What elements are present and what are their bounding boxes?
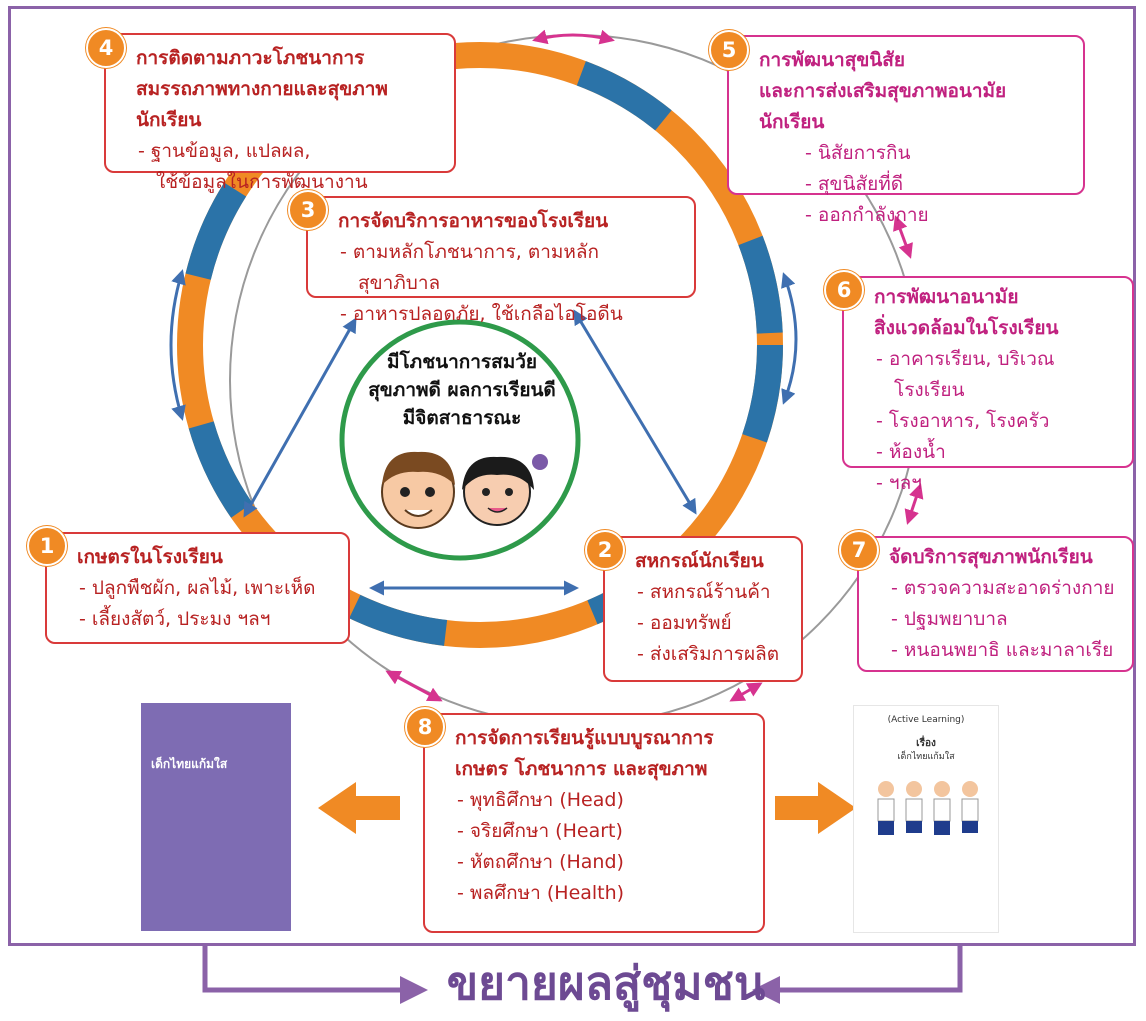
document-right-title: เด็กไทยแก้มใส (897, 752, 955, 762)
box-2-student-cooperative: สหกรณ์นักเรียน สหกรณ์ร้านค้า ออมทรัพย์ ส… (603, 536, 803, 682)
footer-arrow-left-head (752, 976, 780, 1004)
document-cover-right: (Active Learning) เรื่อง เด็กไทยแก้มใส (853, 705, 999, 933)
document-right-subtitle: (Active Learning) (887, 715, 965, 725)
box-5-hygiene-habits: การพัฒนาสุขนิสัย และการส่งเสริมสุขภาพอนา… (727, 35, 1085, 226)
box-3-school-food-service: การจัดบริการอาหารของโรงเรียน ตามหลักโภชน… (306, 196, 696, 325)
center-line-2: สุขภาพดี ผลการเรียนดี (368, 379, 556, 401)
box-7-health-services: จัดบริการสุขภาพนักเรียน ตรวจความสะอาดร่า… (857, 536, 1134, 672)
badge-7: 7 (839, 530, 879, 570)
box-1-school-agriculture: เกษตรในโรงเรียน ปลูกพืชผัก, ผลไม้, เพาะเ… (45, 532, 350, 644)
box-8-integrated-learning: การจัดการเรียนรู้แบบบูรณาการ เกษตร โภชนา… (423, 713, 765, 933)
box-4-nutrition-monitoring: การติดตามภาวะโภชนาการ สมรรถภาพทางกายและส… (104, 33, 456, 193)
document-right-heading: เรื่อง (916, 738, 936, 749)
badge-6: 6 (824, 270, 864, 310)
purple-footer-arrows (202, 945, 963, 993)
diagram-frame (8, 6, 1136, 946)
students-illustration (877, 781, 979, 835)
badge-4: 4 (86, 28, 126, 68)
center-line-1: มีโภชนาการสมวัย (386, 351, 538, 373)
book-left-title: เด็กไทยแก้มใส (151, 757, 228, 771)
book-cover-left: เด็กไทยแก้มใส (141, 703, 291, 931)
orange-block-arrows (318, 782, 856, 834)
center-line-3: มีจิตสาธารณะ (402, 407, 522, 429)
blue-connector-arrows (169, 269, 798, 596)
center-goal-text: มีโภชนาการสมวัย สุขภาพดี ผลการเรียนดี มี… (352, 348, 572, 432)
box-6-environment: การพัฒนาอนามัย สิ่งแวดล้อมในโรงเรียน อาค… (842, 276, 1134, 494)
kids-illustration (381, 451, 548, 529)
badge-1: 1 (27, 526, 67, 566)
segmented-ring (177, 42, 783, 648)
badge-8: 8 (405, 707, 445, 747)
footer-arrow-right-head (400, 976, 428, 1004)
badge-3: 3 (288, 190, 328, 230)
badge-5: 5 (709, 30, 749, 70)
footer-expand-to-community: ขยายผลสู่ชุมชน (446, 956, 766, 1010)
badge-2: 2 (585, 530, 625, 570)
